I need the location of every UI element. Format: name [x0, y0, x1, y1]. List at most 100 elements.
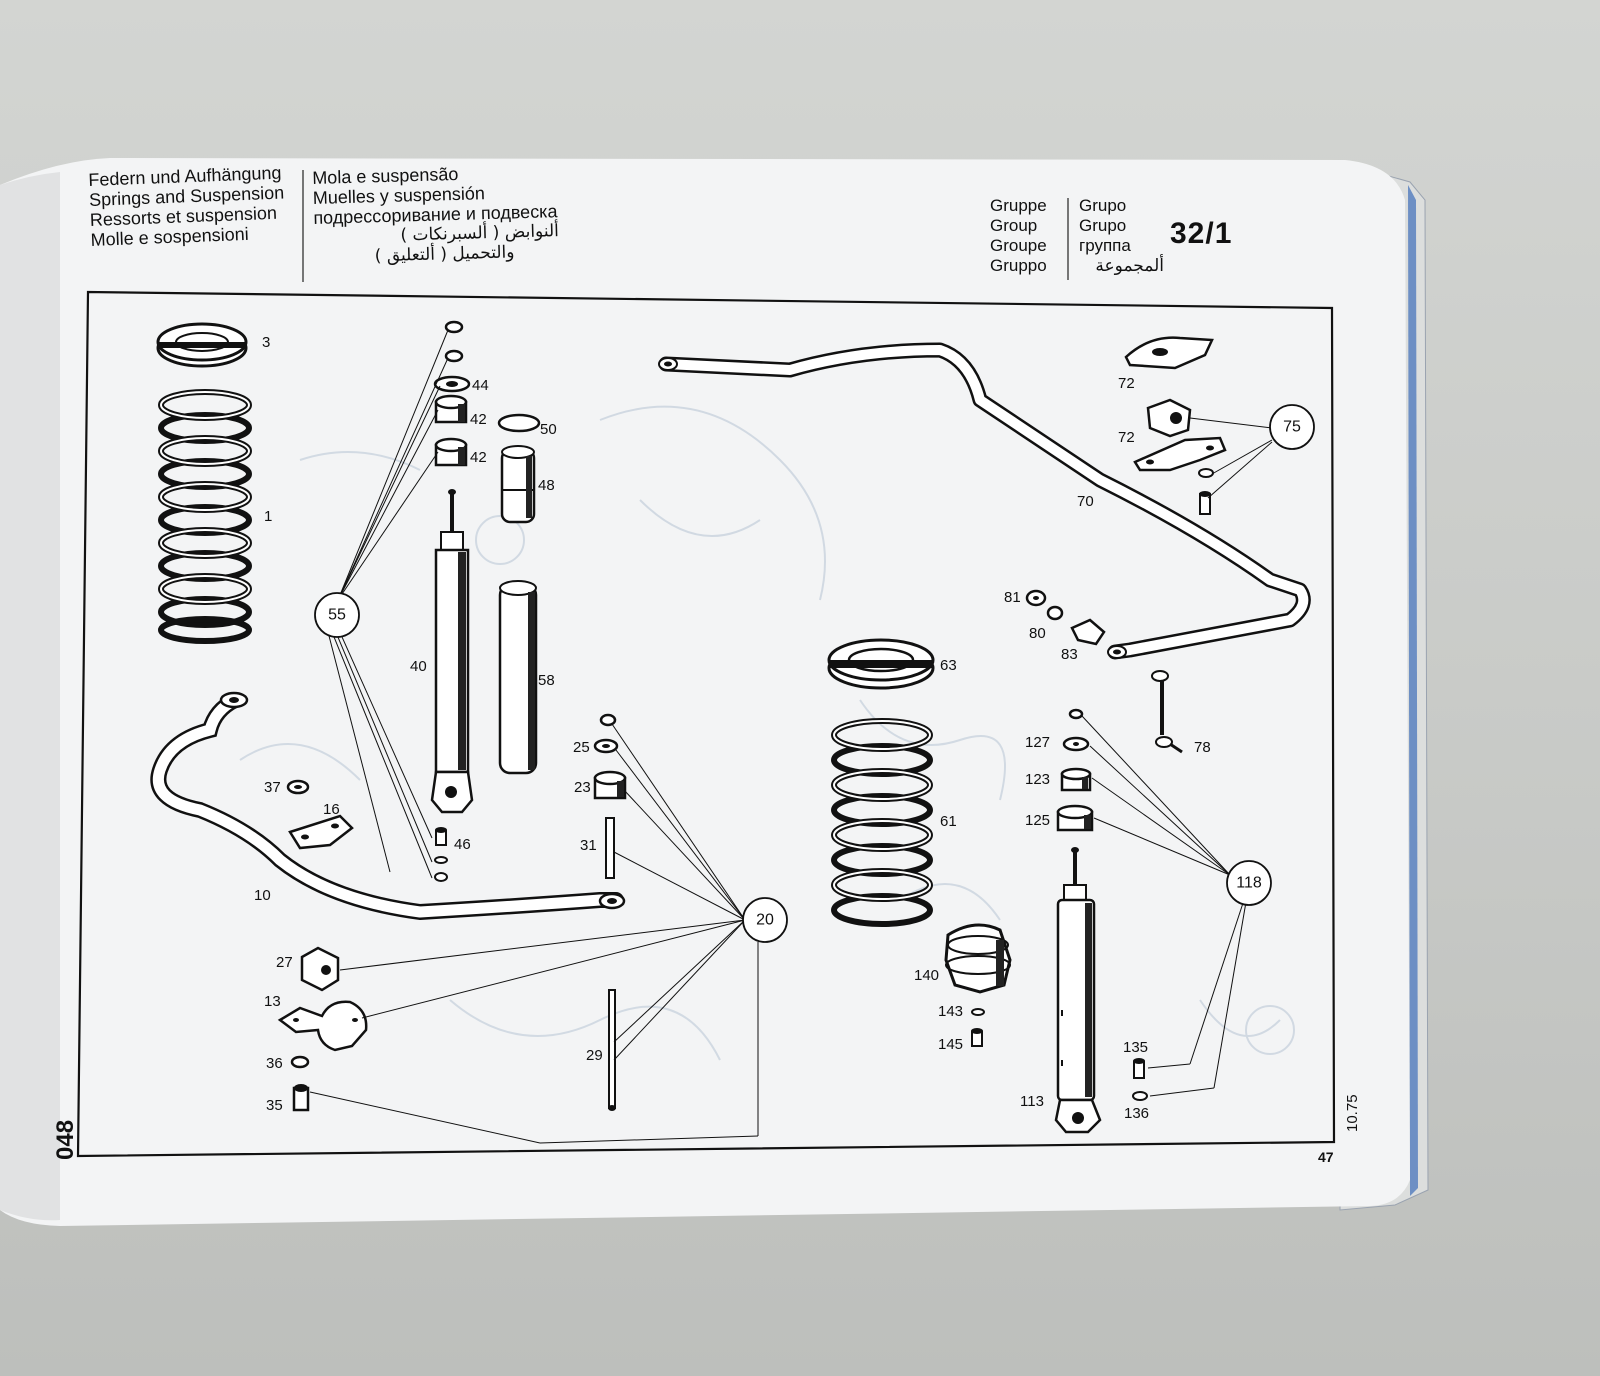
spring-seat-3 [156, 322, 248, 368]
callout-label: 123 [1025, 771, 1050, 788]
callout-label: 72 [1118, 375, 1135, 392]
buffer-48 [500, 445, 536, 524]
callout-circle-label: 55 [328, 607, 346, 624]
callout-label: 1 [264, 508, 272, 525]
right-page-number: 47 [1318, 1149, 1334, 1165]
parts-127-123-125 [1056, 708, 1094, 832]
callout-label: 145 [938, 1036, 963, 1053]
callout-label: 80 [1029, 625, 1046, 642]
callout-label: 29 [586, 1047, 603, 1064]
group-label: Grupo [1079, 196, 1127, 215]
callout-label: 72 [1118, 429, 1135, 446]
rubber-23 [593, 770, 627, 800]
callout-label: 50 [540, 421, 557, 438]
group-label: группа [1079, 236, 1131, 255]
callout-label: 10 [254, 887, 271, 904]
callout-label: 83 [1061, 646, 1078, 663]
pin-31 [605, 817, 615, 879]
callout-label: 125 [1025, 812, 1050, 829]
group-number: 32/1 [1170, 217, 1233, 250]
callout-label: 27 [276, 954, 293, 971]
callout-label: 44 [472, 377, 489, 394]
clamp-13 [277, 1000, 368, 1052]
bump-stop-58 [498, 580, 538, 775]
group-label: ألمجموعة [1095, 256, 1164, 276]
callout-label: 25 [573, 739, 590, 756]
washer-25 [593, 738, 619, 754]
group-labels-2: Grupo Grupo группа ألمجموعة [1079, 196, 1164, 276]
callout-label: 23 [574, 779, 591, 796]
callout-circle-20 [742, 897, 788, 943]
washer-36 [290, 1055, 310, 1069]
spring-seat-63 [827, 638, 935, 690]
group-label: Gruppo [990, 256, 1047, 275]
group-label: Gruppe [990, 196, 1047, 215]
callout-label: 42 [470, 449, 487, 466]
stabilizer-bar-70 [658, 342, 1311, 660]
page [0, 158, 1410, 1226]
nut-37 [286, 779, 310, 795]
bolt-145 [971, 1028, 983, 1047]
callout-label: 48 [538, 477, 555, 494]
group-label: Groupe [990, 236, 1047, 255]
bolt-135-washer-136 [1132, 1058, 1148, 1101]
callout-label: 81 [1004, 589, 1021, 606]
callout-label: 113 [1020, 1093, 1044, 1110]
callout-20-leaders [309, 723, 759, 1144]
callout-label: 35 [266, 1097, 283, 1114]
callout-118-leaders [1081, 715, 1247, 1097]
callout-label: 58 [538, 672, 555, 689]
group-label: Grupo [1079, 216, 1127, 235]
coil-spring-61 [831, 718, 933, 927]
callout-label: 70 [1077, 493, 1094, 510]
callout-circle-label: 75 [1283, 419, 1301, 436]
callout-circle-75 [1269, 404, 1315, 450]
callout-55-leaders [327, 329, 449, 879]
callout-label: 127 [1025, 734, 1050, 751]
callout-label: 31 [580, 837, 597, 854]
bracket-16 [288, 814, 354, 850]
section-titles-right: Mola e suspensão Muelles y suspensión по… [312, 161, 560, 268]
date-code: 10.75 [1344, 1094, 1361, 1132]
callout-circle-label: 20 [756, 912, 774, 929]
washer-143 [971, 1008, 985, 1016]
bracket-72a [1124, 336, 1214, 370]
callout-label: 140 [914, 967, 939, 984]
washer-bolt-75 [1198, 468, 1214, 515]
bolt-46 [434, 827, 448, 882]
bolt-35 [292, 1084, 310, 1112]
callout-label: 3 [262, 334, 270, 351]
rubber-mount-42a [434, 394, 468, 424]
callout-label: 13 [264, 993, 281, 1010]
callout-label: 36 [266, 1055, 283, 1072]
group-label: Group [990, 216, 1038, 235]
callout-label: 135 [1123, 1039, 1148, 1056]
callout-label: 61 [940, 813, 957, 830]
callout-label: 46 [454, 836, 471, 853]
bushing-72b [1146, 398, 1192, 438]
callout-label: 16 [323, 801, 340, 818]
section-titles-left: Federn und Aufhängung Springs and Suspen… [88, 163, 286, 250]
callout-75-leaders [1189, 417, 1273, 499]
callout-label: 136 [1124, 1105, 1149, 1122]
shock-absorber-40 [430, 489, 474, 814]
rod-29 [608, 989, 616, 1111]
callout-circle-label: 118 [1236, 875, 1262, 892]
diagram-frame [76, 290, 1336, 1158]
callout-label: 63 [940, 657, 957, 674]
callout-label: 40 [410, 658, 427, 675]
stabilizer-bar-10 [150, 691, 626, 921]
callout-label: 42 [470, 411, 487, 428]
shock-absorber-113 [1054, 847, 1102, 1134]
bushings-81-80-83 [1025, 589, 1106, 646]
blue-cover-edge [1408, 185, 1418, 1196]
bushing-27 [300, 946, 340, 992]
callout-circle-118 [1226, 860, 1272, 906]
nut-top-20 [599, 713, 617, 727]
rubber-mount-42b [434, 437, 468, 467]
bracket-72c [1133, 436, 1227, 472]
washer-44 [433, 375, 471, 393]
link-78 [1151, 670, 1183, 754]
